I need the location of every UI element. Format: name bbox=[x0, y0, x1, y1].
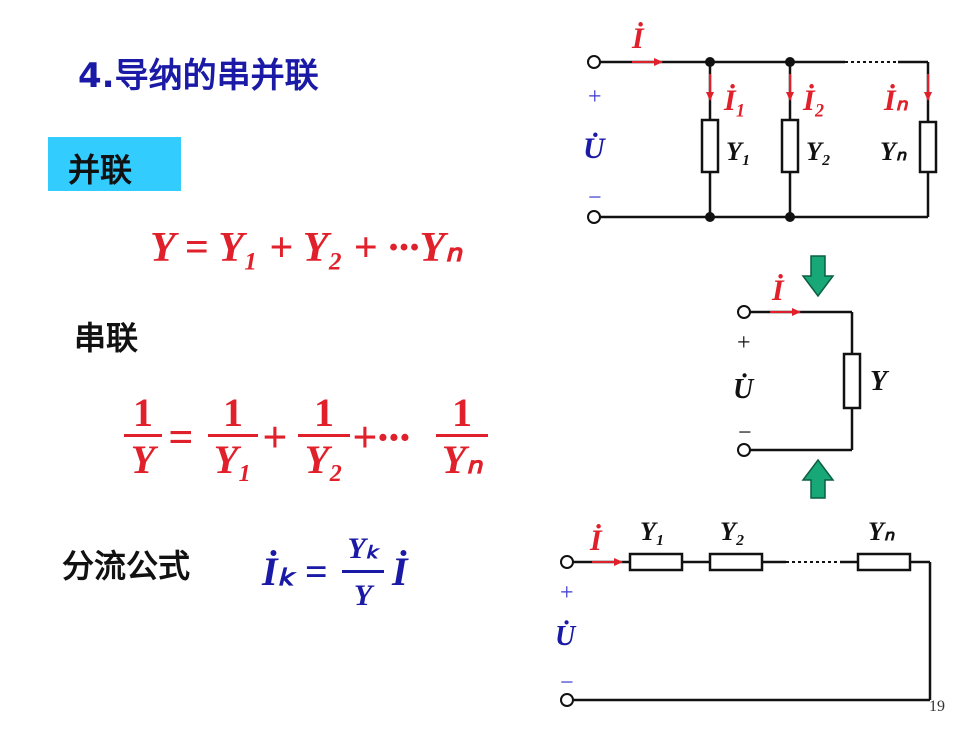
fraction-bar bbox=[436, 434, 488, 437]
series-lhs-den: Y bbox=[130, 437, 156, 482]
equivalent-minus: − bbox=[738, 420, 752, 446]
node bbox=[785, 212, 795, 222]
series-term-n: 1 Yₙ bbox=[436, 392, 488, 483]
parallel-circuit bbox=[600, 60, 938, 219]
divider-rhs: İ bbox=[392, 549, 408, 594]
plus-dots: +··· bbox=[352, 413, 411, 462]
terminal-bottom bbox=[587, 210, 601, 224]
series-voltage: U̇ bbox=[555, 621, 577, 652]
series-term-2-den: Y₂ bbox=[304, 437, 344, 482]
terminal-top bbox=[737, 305, 751, 319]
series-term-1: 1 Y₁ bbox=[208, 392, 258, 483]
page-number: 19 bbox=[929, 698, 945, 715]
fraction-bar bbox=[208, 434, 258, 437]
series-lhs-fraction: 1 Y bbox=[124, 392, 162, 483]
branch-admittance-n: Yₙ bbox=[880, 137, 908, 166]
divider-num: Yₖ bbox=[347, 532, 379, 565]
terminal-top bbox=[560, 555, 574, 569]
node bbox=[785, 57, 795, 67]
parallel-current: İ bbox=[631, 22, 645, 55]
equivalent-voltage: U̇ bbox=[733, 374, 755, 405]
node bbox=[705, 212, 715, 222]
plus-sign: + bbox=[262, 413, 288, 462]
series-admittance-n: Yₙ bbox=[868, 517, 896, 546]
parallel-tag-label: 并联 bbox=[68, 151, 133, 189]
divider-fraction: Yₖ Y bbox=[342, 528, 384, 619]
series-term-1-num: 1 bbox=[223, 390, 243, 435]
parallel-formula-text: Y = Y₁ + Y₂ + ···Yₙ bbox=[150, 225, 462, 271]
terminal-bottom bbox=[560, 693, 574, 707]
divider-lhs-text: İₖ bbox=[262, 549, 295, 594]
parallel-plus: + bbox=[588, 84, 602, 110]
series-term-2: 1 Y₂ bbox=[298, 392, 350, 483]
terminal-bottom bbox=[737, 443, 751, 457]
equivalent-circuit bbox=[748, 310, 862, 452]
series-admittance-1: Y₁ bbox=[640, 517, 665, 546]
branch-admittance-2: Y₂ bbox=[806, 137, 831, 166]
divider-heading: 分流公式 bbox=[62, 547, 191, 585]
fraction-bar bbox=[298, 434, 350, 437]
parallel-tag: 并联 bbox=[48, 137, 181, 191]
series-term-2-num: 1 bbox=[314, 390, 334, 435]
divider-den: Y bbox=[353, 579, 373, 612]
branch-current-2: İ₂ bbox=[802, 84, 825, 117]
equivalent-current: İ bbox=[771, 274, 785, 307]
up-arrow-icon bbox=[801, 458, 835, 499]
series-term-n-num: 1 bbox=[452, 390, 472, 435]
branch-admittance-1: Y₁ bbox=[726, 137, 751, 166]
node bbox=[705, 57, 715, 67]
series-current: İ bbox=[589, 524, 603, 557]
branch-current-n: İₙ bbox=[883, 84, 909, 117]
fraction-bar bbox=[124, 434, 162, 437]
parallel-minus: − bbox=[588, 185, 602, 211]
series-term-1-den: Y₁ bbox=[213, 437, 253, 482]
parallel-formula: Y = Y₁ + Y₂ + ···Yₙ bbox=[150, 222, 462, 272]
series-plus: + bbox=[560, 580, 574, 606]
series-heading: 串联 bbox=[74, 319, 139, 357]
terminal-top bbox=[587, 55, 601, 69]
equivalent-plus: + bbox=[737, 330, 751, 356]
divider-lhs: İₖ = bbox=[262, 549, 328, 594]
down-arrow-icon bbox=[801, 255, 835, 298]
series-lhs-num: 1 bbox=[133, 390, 153, 435]
parallel-voltage: U̇ bbox=[583, 132, 606, 165]
equals-sign: = bbox=[168, 413, 194, 462]
series-minus: − bbox=[560, 670, 574, 696]
slide-title: 4.导纳的串并联 bbox=[78, 56, 319, 96]
branch-current-1: İ₁ bbox=[723, 84, 746, 117]
series-circuit bbox=[572, 552, 932, 702]
equivalent-admittance: Y bbox=[870, 366, 890, 397]
series-admittance-2: Y₂ bbox=[720, 517, 745, 546]
series-term-n-den: Yₙ bbox=[441, 437, 483, 482]
fraction-bar bbox=[342, 570, 384, 573]
